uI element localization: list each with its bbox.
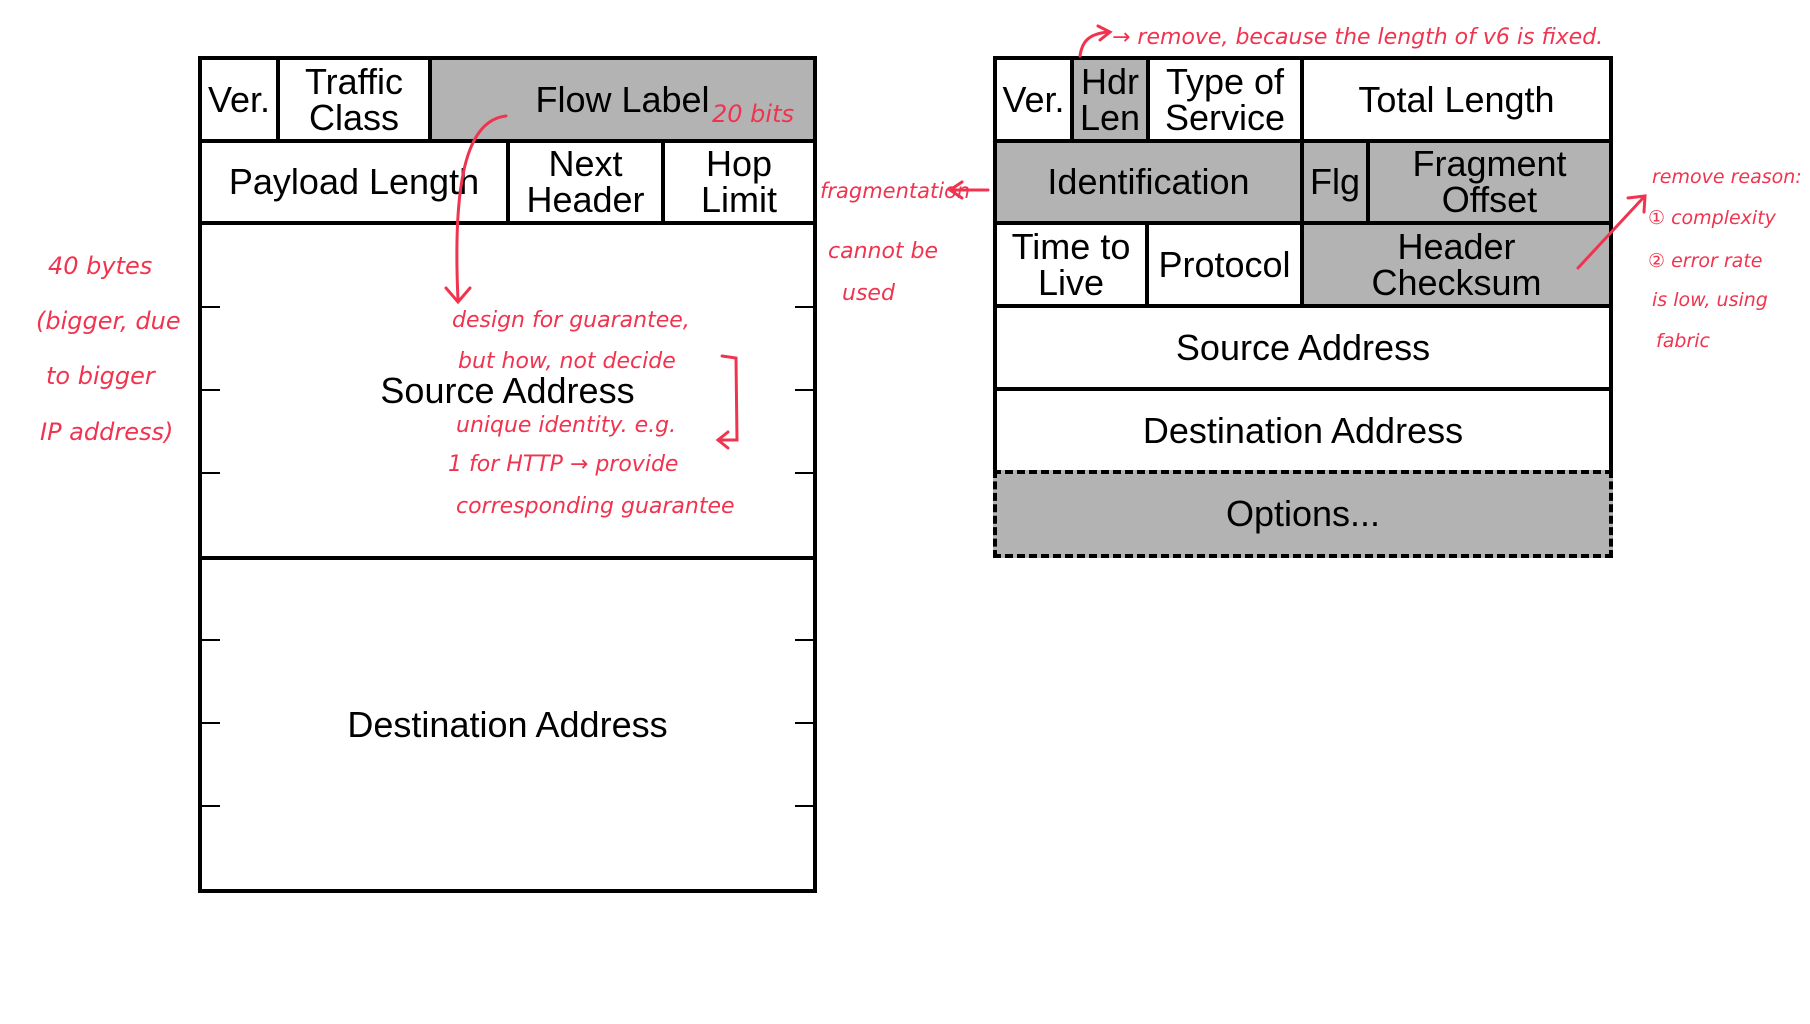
ipv6-payload-length-field: Payload Length (198, 139, 510, 225)
checksum-note-line-2: ① complexity (1648, 207, 1777, 229)
ipv6-destination-address-label: Destination Address (347, 703, 668, 745)
ipv4-identification-field: Identification (993, 139, 1304, 225)
ipv4-time-to-live-label: Time to Live (1011, 225, 1131, 303)
size-note-line-3: to bigger (46, 362, 157, 390)
hdr-len-arrow (1078, 30, 1110, 58)
checksum-note-line-3: ② error rate (1648, 250, 1762, 272)
checksum-arrowhead (1626, 194, 1647, 214)
ipv4-fragment-offset-field: Fragment Offset (1366, 139, 1613, 225)
ipv4-destination-address-field: Destination Address (993, 387, 1613, 474)
ipv4-source-address-label: Source Address (1175, 326, 1431, 368)
ipv6-source-address-field: Source Address (198, 221, 817, 560)
ipv4-hdr-len-label: Hdr Len (1079, 60, 1141, 138)
ipv6-hop-limit-label: Hop Limit (700, 143, 777, 220)
fragmentation-arrowhead (947, 180, 964, 200)
ipv4-identification-label: Identification (1047, 161, 1250, 202)
ipv6-source-address-label: Source Address (380, 369, 635, 411)
ipv4-header-checksum-label: Header Checksum (1371, 225, 1542, 303)
ipv6-traffic-class-label: Traffic Class (304, 60, 403, 138)
ipv4-fragment-offset-label: Fragment Offset (1412, 143, 1567, 220)
ipv4-time-to-live-field: Time to Live (993, 221, 1149, 308)
ipv4-header-checksum-field: Header Checksum (1300, 221, 1613, 308)
ipv4-version-field: Ver. (993, 56, 1074, 143)
ipv4-total-length-field: Total Length (1300, 56, 1613, 143)
checksum-note-line-4: is low, using (1652, 289, 1768, 311)
fragmentation-note-line-2: cannot be (828, 239, 938, 264)
ipv4-type-of-service-field: Type of Service (1146, 56, 1304, 143)
ipv6-flow-label-label: Flow Label (535, 78, 710, 120)
ipv6-hop-limit-field: Hop Limit (661, 139, 817, 225)
ipv4-destination-address-label: Destination Address (1142, 409, 1464, 451)
checksum-note-line-1: remove reason: (1652, 166, 1802, 188)
ipv4-type-of-service-label: Type of Service (1164, 60, 1286, 138)
hdr-len-arrowhead (1096, 24, 1113, 42)
fragmentation-note-line-3: used (842, 281, 896, 306)
ipv6-payload-length-label: Payload Length (228, 161, 480, 202)
size-note-line-4: IP address) (40, 418, 173, 446)
size-note-line-1: 40 bytes (48, 252, 152, 280)
ipv4-options-field: Options... (993, 470, 1613, 558)
ipv4-flags-label: Flg (1309, 161, 1360, 202)
ipv4-options-label: Options... (1225, 493, 1381, 534)
ipv6-traffic-class-field: Traffic Class (276, 56, 432, 143)
ipv4-protocol-field: Protocol (1145, 221, 1304, 308)
checksum-note-line-5: fabric (1656, 330, 1710, 352)
ipv4-flags-field: Flg (1300, 139, 1370, 225)
ipv6-version-label: Ver. (207, 78, 271, 120)
ipv6-flow-label-field: Flow Label (428, 56, 817, 143)
fragmentation-note-line-1: fragmentation (820, 179, 970, 203)
ipv6-next-header-label: Next Header (526, 143, 645, 220)
ipv6-version-field: Ver. (198, 56, 280, 143)
ipv6-destination-address-field: Destination Address (198, 556, 817, 893)
ipv4-version-label: Ver. (1002, 78, 1065, 120)
ipv6-next-header-field: Next Header (506, 139, 665, 225)
ipv4-total-length-label: Total Length (1358, 78, 1555, 120)
hdr-len-note: → remove, because the length of v6 is fi… (1112, 25, 1603, 50)
ipv4-hdr-len-field: Hdr Len (1070, 56, 1150, 143)
ipv4-source-address-field: Source Address (993, 304, 1613, 391)
ipv4-protocol-label: Protocol (1158, 243, 1291, 285)
size-note-line-2: (bigger, due (36, 307, 181, 335)
